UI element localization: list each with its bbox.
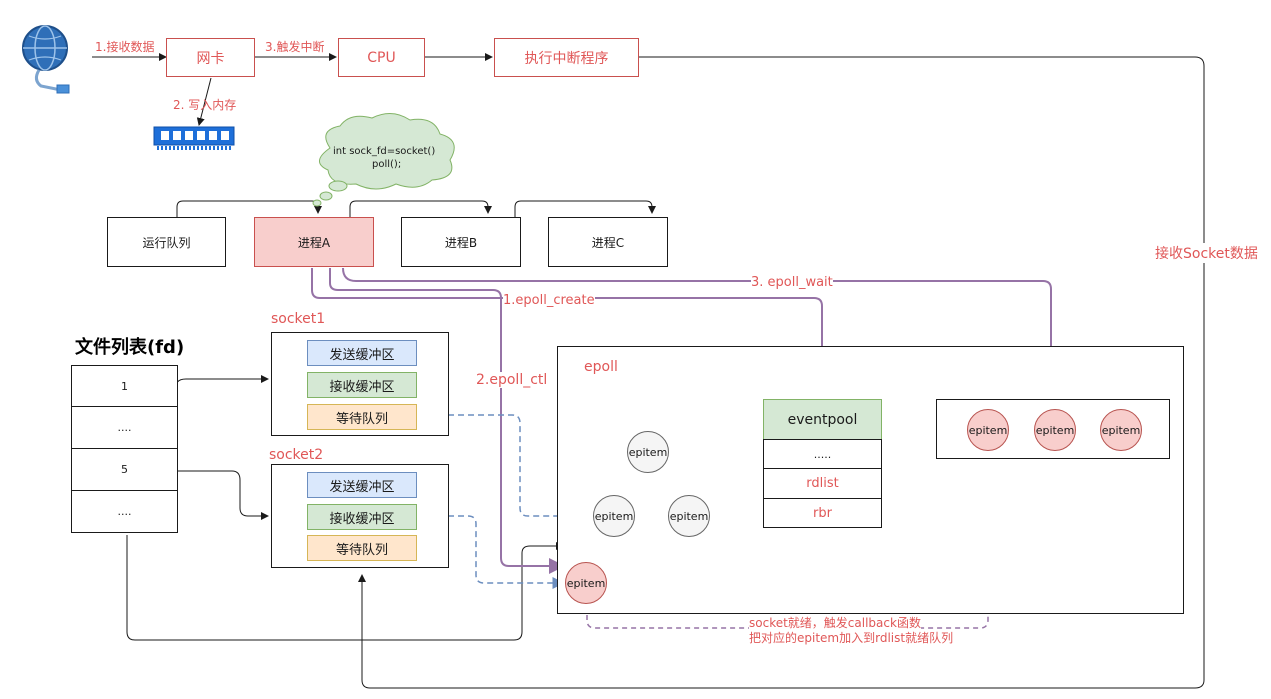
- tree-node: epitem: [593, 495, 635, 537]
- ready-list-item: epitem: [967, 409, 1009, 451]
- fd-row: ....: [71, 491, 178, 533]
- socket2-recv-buffer: 接收缓冲区: [307, 504, 417, 530]
- network-globe-icon: [22, 25, 70, 94]
- trigger-interrupt-label: 3.触发中断: [265, 40, 325, 54]
- epoll-wait-label: 3. epoll_wait: [751, 275, 833, 290]
- ready-list-item: epitem: [1034, 409, 1076, 451]
- process-c-box: 进程C: [548, 217, 668, 267]
- socket1-title: socket1: [271, 311, 326, 327]
- eventpool-rdlist: rdlist: [763, 468, 882, 499]
- process-a-box: 进程A: [254, 217, 374, 267]
- nic-box: 网卡: [166, 38, 255, 77]
- eventpool-dots: .....: [763, 439, 882, 469]
- epoll-ctl-label: 2.epoll_ctl: [476, 372, 548, 388]
- interrupt-handler-box: 执行中断程序: [494, 38, 639, 77]
- cloud-code-line2: poll();: [372, 159, 402, 170]
- socket1-send-buffer: 发送缓冲区: [307, 340, 417, 366]
- thought-cloud: [312, 113, 455, 207]
- eventpool-rbr: rbr: [763, 498, 882, 528]
- tree-node: epitem: [668, 495, 710, 537]
- fd-row: 5: [71, 449, 178, 491]
- ready-list-item: epitem: [1100, 409, 1142, 451]
- socket1-wait-queue: 等待队列: [307, 404, 417, 430]
- cpu-box: CPU: [338, 38, 425, 77]
- memory-chip-icon: [153, 126, 235, 150]
- file-list-title: 文件列表(fd): [75, 337, 185, 358]
- callback-label-line2: 把对应的epitem加入到rdlist就绪队列: [749, 629, 954, 646]
- epoll-title: epoll: [584, 359, 618, 375]
- run-queue-box: 运行队列: [107, 217, 226, 267]
- process-b-box: 进程B: [401, 217, 521, 267]
- socket2-title: socket2: [269, 447, 324, 463]
- socket1-recv-buffer: 接收缓冲区: [307, 372, 417, 398]
- tree-node: epitem: [627, 431, 669, 473]
- write-memory-label: 2. 写入内存: [173, 98, 237, 112]
- receive-socket-data-label: 接收Socket数据: [1155, 243, 1258, 263]
- epoll-create-label: 1.epoll_create: [503, 293, 595, 308]
- socket2-send-buffer: 发送缓冲区: [307, 472, 417, 498]
- socket2-wait-queue: 等待队列: [307, 535, 417, 561]
- eventpool-header: eventpool: [763, 399, 882, 440]
- cloud-code-line1: int sock_fd=socket(): [333, 146, 436, 157]
- callback-label-line1: socket就绪，触发callback函数: [749, 614, 921, 631]
- fd-row: 1: [71, 365, 178, 407]
- receive-data-label: 1.接收数据: [95, 40, 155, 54]
- tree-node-ready: epitem: [565, 562, 607, 604]
- fd-row: ....: [71, 407, 178, 449]
